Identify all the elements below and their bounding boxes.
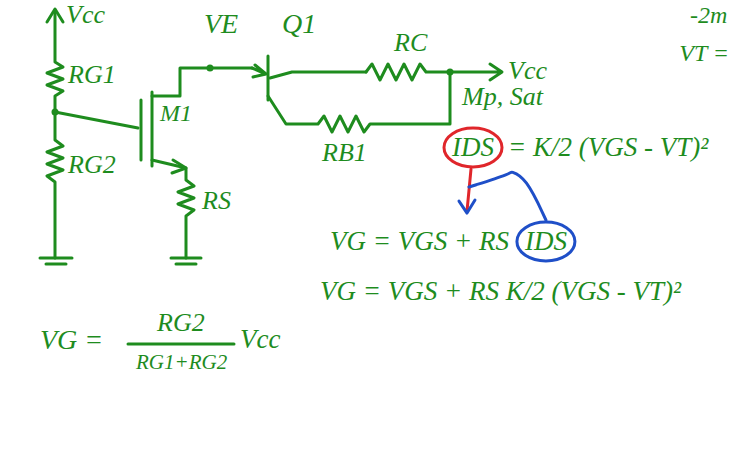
junction-dot <box>52 109 59 116</box>
supply-arrow <box>47 9 63 22</box>
transistor-collector <box>270 72 366 78</box>
transistor-label: M1 <box>160 100 192 128</box>
fraction-bar <box>128 343 234 346</box>
resistor-label: RC <box>394 28 427 58</box>
mosfet-arrow <box>172 160 186 173</box>
resistor-symbol <box>152 160 194 258</box>
mosfet-gate <box>140 100 143 160</box>
equation-term: RG2 <box>157 308 205 338</box>
resistor-symbol <box>268 72 450 132</box>
highlight-circle <box>517 222 575 261</box>
wire <box>55 112 138 128</box>
substitution-arrow <box>469 172 546 220</box>
ground-symbol <box>171 258 201 264</box>
ground-symbol <box>40 258 72 264</box>
resistor-label: RG2 <box>68 150 116 180</box>
note-text: Mp, Sat <box>462 82 543 112</box>
pointer-arrowhead <box>459 200 475 213</box>
supply-label: Vcc <box>66 0 105 30</box>
resistor-label: RG1 <box>68 60 116 90</box>
resistor-label: RB1 <box>322 138 367 168</box>
equation-text: VG = VGS + RS <box>330 226 509 257</box>
equation-term: RG1+RG2 <box>136 350 227 374</box>
supply-arrow <box>450 64 502 80</box>
resistor-symbol <box>47 12 63 110</box>
supply-label: Vcc <box>508 56 547 86</box>
wire <box>152 68 252 96</box>
transistor-label: Q1 <box>282 8 316 40</box>
equation-text: VG = <box>40 324 103 356</box>
equation-term: IDS <box>525 226 567 257</box>
mosfet-channel <box>151 92 154 166</box>
equation-text: VG = VGS + RS K/2 (VGS - VT)² <box>320 276 681 307</box>
equation-term: IDS <box>452 132 494 163</box>
resistor-symbol <box>47 112 63 258</box>
parameter-label: -2m <box>690 2 727 30</box>
parameter-label: VT = <box>679 40 729 68</box>
junction-dot <box>207 65 214 72</box>
equation-term: Vcc <box>240 324 280 355</box>
equation-text: = K/2 (VGS - VT)² <box>508 132 708 163</box>
resistor-symbol <box>366 64 450 80</box>
highlight-circle <box>444 128 502 167</box>
transistor-emitter <box>252 65 266 77</box>
junction-dot <box>447 69 454 76</box>
node-label: VE <box>204 8 238 40</box>
resistor-label: RS <box>202 186 231 216</box>
